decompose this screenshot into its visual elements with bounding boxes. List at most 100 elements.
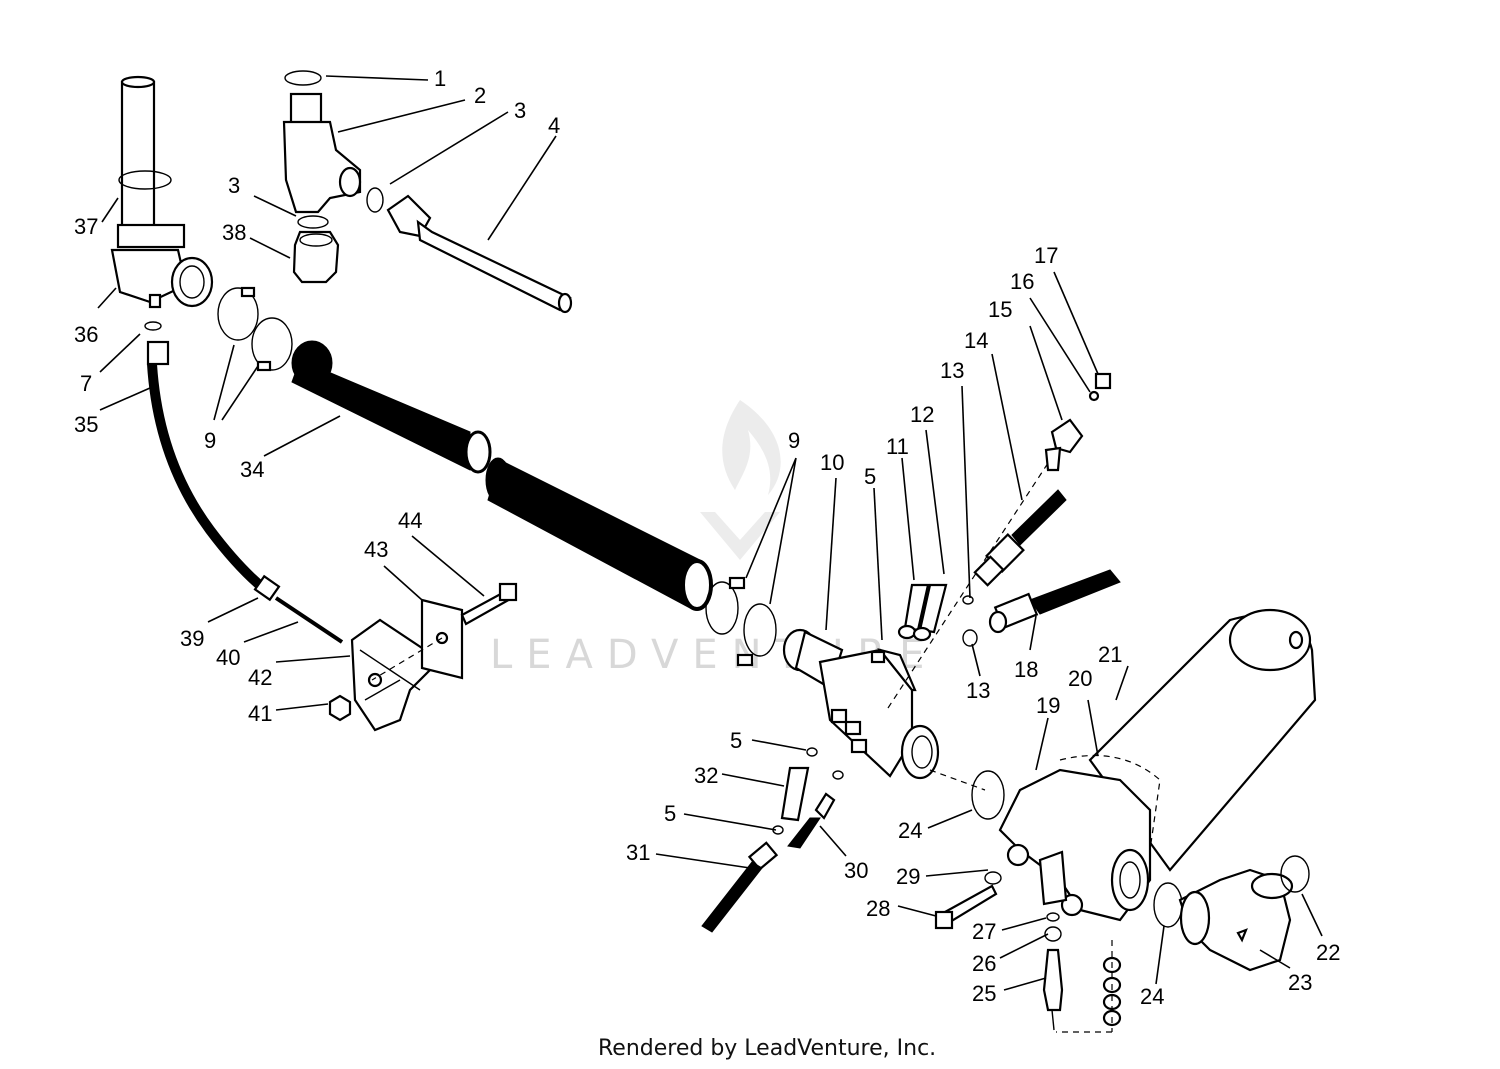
o-ring-22 [1280,855,1310,893]
callout-25: 25 [972,981,996,1006]
o-ring-3-left [297,215,329,229]
tee-fitting-assembly [282,70,573,314]
washer-27 [1046,912,1060,922]
callout-44: 44 [398,508,422,533]
hose-30 [787,792,836,849]
callout-20: 20 [1068,666,1092,691]
washer-16 [1088,390,1100,402]
leader-lines [97,75,1323,991]
o-ring-13a [962,595,974,605]
callout-27: 27 [972,919,996,944]
callout-14: 14 [964,328,988,353]
tube-4 [416,219,572,312]
hose-clamp-9b [251,317,293,371]
callout-32: 32 [694,763,718,788]
o-ring-7 [144,321,162,331]
callout-9: 9 [204,428,216,453]
elbow-fitting-23 [1178,868,1294,972]
callout-3: 3 [514,98,526,123]
callout-16: 16 [1010,269,1034,294]
callout-19: 19 [1036,693,1060,718]
callout-24: 24 [898,818,922,843]
watermark-logo [700,400,781,560]
hose-clamp-9a [217,287,259,341]
cable-40 [274,596,344,644]
bolt-28 [934,884,998,930]
callout-31: 31 [626,840,650,865]
callout-18: 18 [1014,657,1038,682]
hose-clamp-9c [705,581,739,635]
callout-29: 29 [896,864,920,889]
fitting-32 [780,766,810,822]
callout-13: 13 [966,678,990,703]
callout-41: 41 [248,701,272,726]
callout-2: 2 [474,83,486,108]
o-ring-24b [1153,882,1183,928]
callout-36: 36 [74,322,98,347]
o-ring-13b [962,629,978,647]
hose-clamps-left [217,286,293,372]
hose-clamps-right [705,576,777,667]
washer-29 [984,871,1002,885]
callout-11: 11 [886,434,909,459]
hose-assembly-14 [973,489,1067,587]
callout-22: 22 [1316,940,1340,965]
plate-43 [420,598,464,680]
callout-26: 26 [972,951,996,976]
clip-39 [253,574,281,602]
o-ring-1 [284,70,322,86]
elbow-fitting-36 [110,248,188,304]
bolt-44 [460,582,518,626]
washer-26 [1044,926,1062,942]
hose-assembly-18 [962,569,1121,647]
callout-34: 34 [240,457,264,482]
o-ring-3-right [366,187,384,213]
callout-4: 4 [548,113,560,138]
hose-35 [144,321,272,596]
footer-credit: Rendered by LeadVenture, Inc. [598,1036,936,1061]
callout-23: 23 [1288,970,1312,995]
manifold-10 [782,628,940,780]
callout-30: 30 [844,858,868,883]
clamp-bracket-42 [350,618,442,732]
callout-39: 39 [180,626,204,651]
suction-hose-34 [291,340,713,611]
fitting-assembly-15-16-17 [1044,372,1112,472]
callout-10: 10 [820,450,844,475]
callout-9: 9 [788,428,800,453]
callout-5: 5 [864,464,876,489]
callout-13: 13 [940,358,964,383]
callout-17: 17 [1034,243,1058,268]
o-ring-37 [118,170,172,190]
callout-15: 15 [988,297,1012,322]
filler-tube [120,80,156,234]
callout-21: 21 [1098,642,1122,667]
valve-25 [1042,948,1064,1031]
callout-24: 24 [1140,984,1164,1009]
filter-assembly [998,608,1317,922]
callout-5: 5 [730,728,742,753]
callout-37: 37 [74,214,98,239]
fittings-11-12 [897,583,948,642]
fitting-12 [918,583,948,634]
callout-40: 40 [216,645,240,670]
callout-43: 43 [364,537,388,562]
callout-28: 28 [866,896,890,921]
callout-5: 5 [664,801,676,826]
callout-3: 3 [228,173,240,198]
nut-41 [328,694,352,722]
hose-31 [701,841,779,933]
callout-38: 38 [222,220,246,245]
hose-clamp-9d [743,603,777,657]
callout-7: 7 [80,371,92,396]
o-ring-24a [971,770,1005,820]
callout-42: 42 [248,665,272,690]
filler-tube-assembly [110,75,214,309]
cap-17 [1094,372,1112,390]
washer-stack [1102,956,1122,1027]
callout-35: 35 [74,412,98,437]
callout-12: 12 [910,402,934,427]
tee-fitting-2 [282,120,362,214]
